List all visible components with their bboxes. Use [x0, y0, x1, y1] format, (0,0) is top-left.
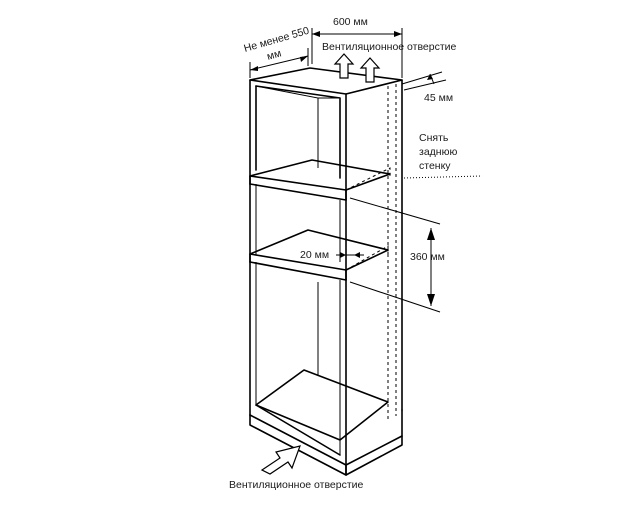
- bottom-floor: [255, 369, 389, 456]
- gap-label: 45 мм: [424, 92, 453, 104]
- vent-bottom-label: Вентиляционное отверстие: [229, 479, 364, 491]
- cabinet-inner-frame: [255, 85, 341, 179]
- back-wall-dashed: [387, 84, 397, 420]
- gap-dimension: [401, 71, 447, 91]
- width-label: 600 мм: [333, 16, 368, 28]
- opening-height-dimension: [349, 197, 441, 313]
- vent-top-label: Вентиляционное отверстие: [322, 41, 457, 53]
- cabinet-outline: [249, 67, 403, 476]
- shelf-gap-dimension: [336, 252, 364, 258]
- middle-shelf: [249, 229, 389, 455]
- remove-back-leader: [403, 175, 483, 179]
- remove-back-label-2: заднюю: [419, 146, 457, 158]
- depth-dimension: [249, 48, 309, 78]
- upper-shelf: [249, 159, 391, 262]
- width-dimension: [311, 28, 403, 78]
- remove-back-label-3: стенку: [419, 160, 451, 172]
- vent-top-arrows: [333, 53, 381, 83]
- vent-bottom-arrow: [260, 445, 301, 475]
- opening-height-label: 360 мм: [410, 251, 445, 263]
- remove-back-label-1: Снять: [419, 132, 449, 144]
- shelf-gap-label: 20 мм: [300, 249, 329, 261]
- depth-unit-label: мм: [266, 47, 283, 63]
